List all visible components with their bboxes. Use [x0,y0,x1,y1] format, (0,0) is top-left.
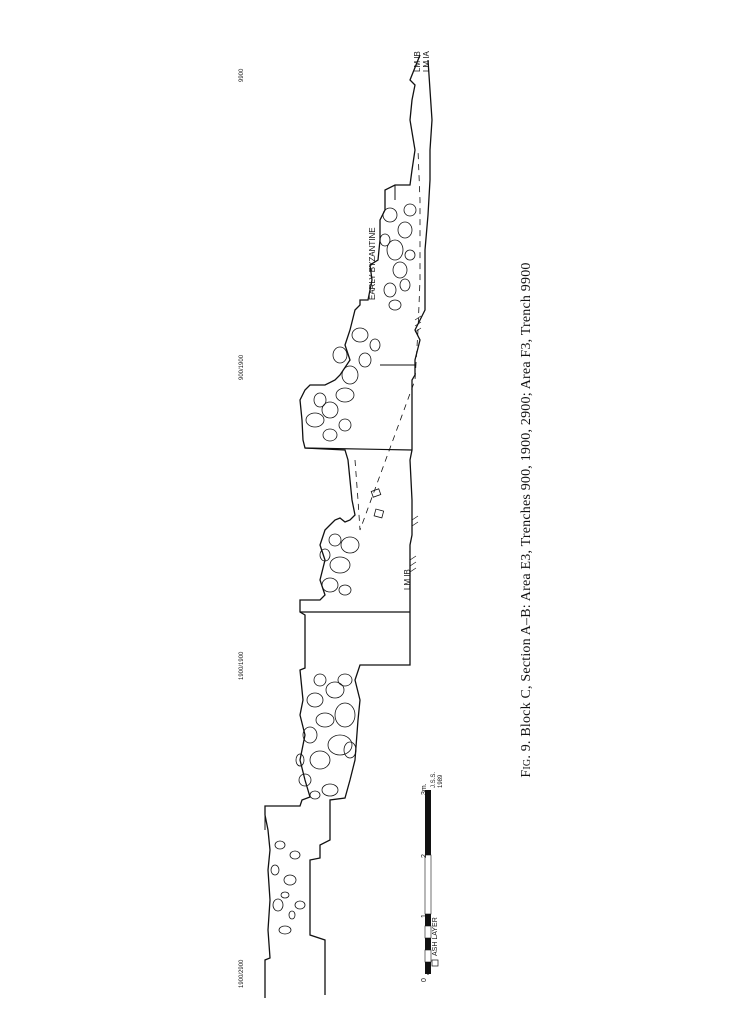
caption-text: . 9. Block C, Section A–B: Area E3, Tren… [519,262,534,759]
hatched-base-marks [409,315,422,573]
scale-tick-3: 3m. [421,783,428,795]
label-lm-ib-mid: LM IB [403,569,412,590]
drafted-year: 1989 [438,774,444,788]
section-outline-base [309,59,433,995]
ash-layer-legend: ASH LAYER [432,917,439,956]
grid-label-1900-2900: 1900/2900 [239,959,245,988]
scale-tick-1: 1 [421,914,428,918]
stone-wall-upper-middle [319,488,385,596]
stone-wall-lower [270,840,306,935]
grid-label-9900: 9900 [239,68,245,82]
figure-caption: Fig. 9. Block C, Section A–B: Area E3, T… [519,262,535,777]
dashed-layer-line [354,149,421,531]
grid-label-900-1900: 900/1900 [239,354,245,380]
stone-wall-lower-middle [295,673,357,800]
scale-bar: 0 1 2 3m. ASH LAYER J.S.S. 1989 [421,772,444,982]
section-outline-top [264,54,421,998]
label-lm-ib-top: LM IB [413,51,422,72]
grid-label-1900-1900: 1900/1900 [239,651,245,680]
label-early-byzantine: EARLY BYZANTINE [368,227,377,300]
scale-tick-0: 0 [421,978,428,982]
drafter-initials: J.S.S. [431,772,437,788]
step-face [304,447,413,451]
caption-prefix: Fig [519,758,534,778]
label-lm-ia-top: LM IA [422,50,431,72]
stone-wall-top [379,203,417,311]
scale-tick-2: 2 [421,854,428,858]
stone-wall-upper [305,327,381,442]
